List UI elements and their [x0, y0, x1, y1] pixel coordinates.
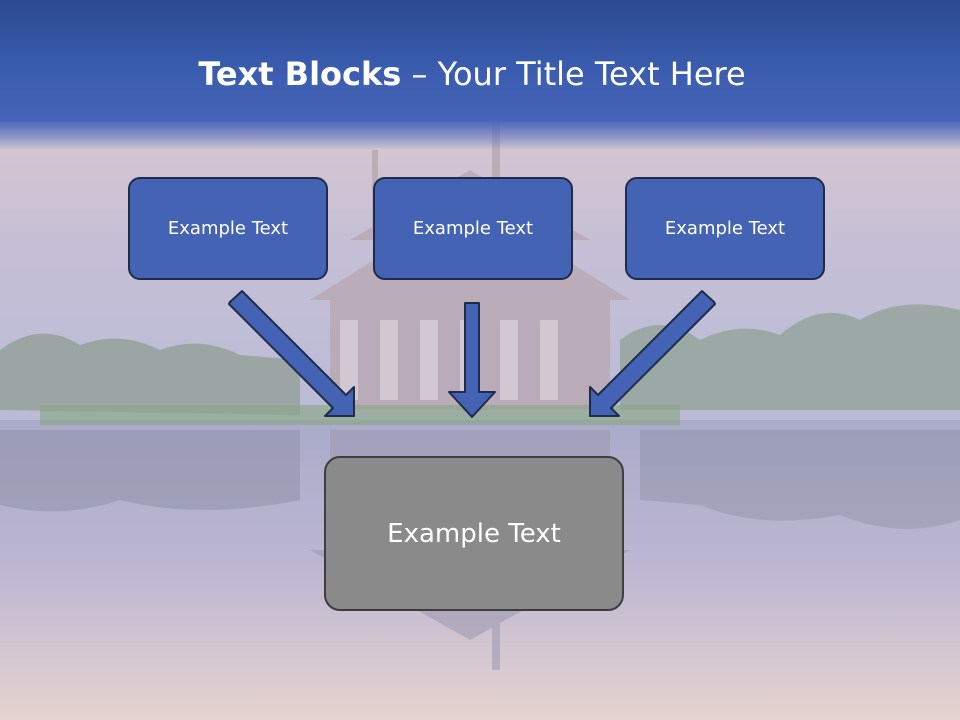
arrow-left [228, 290, 355, 417]
arrow-center [448, 302, 496, 418]
text-block-3[interactable]: Example Text [625, 177, 825, 280]
title-bold: Text Blocks [198, 55, 402, 93]
title-band [0, 0, 960, 150]
target-block[interactable]: Example Text [324, 456, 624, 611]
target-block-label: Example Text [387, 518, 561, 549]
text-block-1[interactable]: Example Text [128, 177, 328, 280]
title-rest: Your Title Text Here [437, 55, 746, 93]
arrow-right [589, 290, 716, 417]
text-block-1-label: Example Text [167, 218, 289, 239]
title-dash: – [401, 55, 438, 93]
slide-title: Text Blocks – Your Title Text Here [0, 52, 944, 96]
text-block-3-label: Example Text [664, 218, 786, 239]
text-block-2-label: Example Text [412, 218, 534, 239]
text-block-2[interactable]: Example Text [373, 177, 573, 280]
